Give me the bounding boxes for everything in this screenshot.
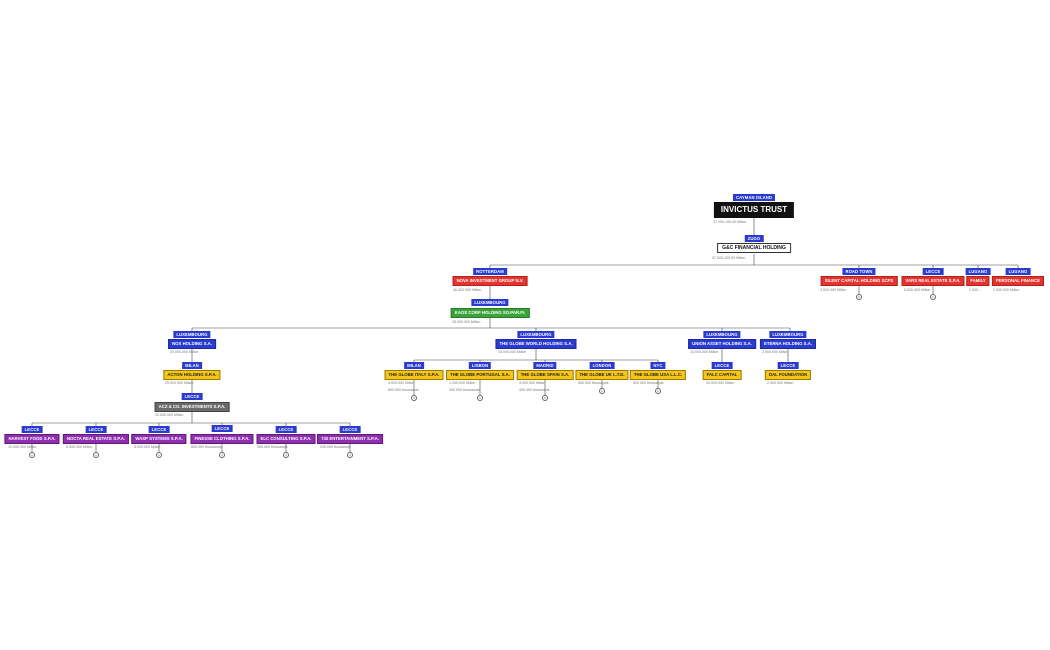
finesse-amount: 800.000 thousands bbox=[191, 445, 222, 449]
family-amount: 1.000... bbox=[969, 288, 981, 292]
globe-spain-badge[interactable]: 1 bbox=[542, 395, 548, 401]
falc-amount: 10.000.000 Milion bbox=[706, 381, 735, 385]
globe-uk-location-tag: LONDON bbox=[589, 362, 615, 369]
nox-location-tag: LUXEMBOURG bbox=[173, 331, 211, 338]
globe-amount: 10.000.000 Milion bbox=[498, 350, 527, 354]
nova-location-tag: ROTTERDAM bbox=[473, 268, 507, 275]
finesse-node[interactable]: FINESSE CLOTHING S.P.A. bbox=[190, 434, 254, 444]
union-amount: 10.000.000 Milion bbox=[690, 350, 719, 354]
wasp-amount: 6.000.000 Milion bbox=[134, 445, 161, 449]
harvest-node[interactable]: HARVEST FOOD S.P.A. bbox=[4, 434, 60, 444]
falc-location-tag: LECCE bbox=[711, 362, 733, 369]
acz-amount: 22.000.000 Milion bbox=[155, 413, 184, 417]
root-amount: 37.000.100,00 Milion bbox=[713, 220, 747, 224]
nova-node[interactable]: NOVA INVESTMENT GROUP N.V. bbox=[452, 276, 528, 286]
nocta-location-tag: LECCE bbox=[85, 426, 107, 433]
dal-node[interactable]: DAL FOUNDATION bbox=[764, 370, 812, 380]
family-node[interactable]: FAMILY bbox=[966, 276, 990, 286]
globe-italy-badge[interactable]: 1 bbox=[411, 395, 417, 401]
personal-amount: 1.000.000 Milion bbox=[993, 288, 1020, 292]
vars-amount: 5.000.000 Milion bbox=[904, 288, 931, 292]
wasp-location-tag: LECCE bbox=[148, 426, 170, 433]
acz-location-tag: LECCE bbox=[181, 393, 203, 400]
globe-location-tag: LUXEMBOURG bbox=[517, 331, 555, 338]
globe-spain-location-tag: MADRID bbox=[533, 362, 557, 369]
finesse-location-tag: LECCE bbox=[211, 425, 233, 432]
globe-portugal-badge[interactable]: 1 bbox=[477, 395, 483, 401]
globe-portugal-node[interactable]: THE GLOBE PORTUGAL S.A. bbox=[446, 370, 514, 380]
vars-node[interactable]: VARS REAL ESTATE S.P.A. bbox=[901, 276, 965, 286]
financial-location-tag: ZUGO bbox=[744, 235, 764, 242]
financial-holding-node[interactable]: G&C FINANCIAL HOLDING bbox=[717, 243, 791, 253]
financial-amount: 37.000.100,00 Milion bbox=[712, 256, 746, 260]
globe-italy-sub: 800.000 thousands bbox=[388, 388, 419, 392]
kaos-location-tag: LUXEMBOURG bbox=[471, 299, 509, 306]
silent-node[interactable]: SILENT CAPITAL HOLDING SCPS bbox=[820, 276, 898, 286]
ent730-amount: 200.000 thousands bbox=[320, 445, 351, 449]
vars-badge[interactable]: 1 bbox=[930, 294, 936, 300]
globe-italy-node[interactable]: THE GLOBE ITALY S.P.A. bbox=[384, 370, 444, 380]
union-location-tag: LUXEMBOURG bbox=[703, 331, 741, 338]
vars-location-tag: LECCE bbox=[922, 268, 944, 275]
nova-amount: 36.000.000 Milion bbox=[453, 288, 482, 292]
kaos-node[interactable]: KAOS CORP HOLDING SO.PAR.FI. bbox=[450, 308, 530, 318]
globe-uk-badge[interactable]: 1 bbox=[599, 388, 605, 394]
elc-node[interactable]: ELC CONSULTING S.P.A. bbox=[256, 434, 316, 444]
dal-amount: 2.000.000 Milion bbox=[767, 381, 794, 385]
globe-usa-amount: 500.000 thousands bbox=[633, 381, 664, 385]
acton-location-tag: MILAN bbox=[182, 362, 202, 369]
globe-spain-sub: 400.000 thousands bbox=[519, 388, 550, 392]
nox-amount: 20.000.000 Milion bbox=[170, 350, 199, 354]
globe-portugal-amount: 1.200.000 Milion bbox=[449, 381, 476, 385]
globe-node[interactable]: THE GLOBE WORLD HOLDING S.A. bbox=[495, 339, 577, 349]
globe-usa-node[interactable]: THE GLOBE USA L.L.C. bbox=[629, 370, 687, 380]
personal-location-tag: LUGANO bbox=[1005, 268, 1031, 275]
acton-amount: 25.000.000 Milion bbox=[165, 381, 194, 385]
globe-portugal-sub: 300.000 thousands bbox=[449, 388, 480, 392]
eterna-amount: 2.000.000 Milion bbox=[762, 350, 789, 354]
invictus-trust-node[interactable]: INVICTUS TRUST bbox=[713, 202, 795, 218]
globe-spain-node[interactable]: THE GLOBE SPAIN S.A. bbox=[516, 370, 574, 380]
globe-uk-node[interactable]: THE GLOBE UK L.T.D. bbox=[575, 370, 629, 380]
globe-italy-amount: 4.000.000 Milion bbox=[388, 381, 415, 385]
falc-node[interactable]: FALC CAPITAL bbox=[702, 370, 742, 380]
globe-uk-amount: 500.000 thousands bbox=[578, 381, 609, 385]
elc-location-tag: LECCE bbox=[275, 426, 297, 433]
kaos-amount: 35.200.000 Milion bbox=[452, 320, 481, 324]
union-node[interactable]: UNION ASSET HOLDING S.A. bbox=[688, 339, 756, 349]
harvest-amount: 10.000.000 Milion bbox=[8, 445, 37, 449]
elc-amount: 300.000 thousands bbox=[257, 445, 288, 449]
nox-node[interactable]: NOX HOLDING S.A. bbox=[168, 339, 216, 349]
globe-spain-amount: 4.000.000 Milion bbox=[519, 381, 546, 385]
globe-usa-location-tag: NYC bbox=[650, 362, 666, 369]
eterna-location-tag: LUXEMBOURG bbox=[769, 331, 807, 338]
wasp-node[interactable]: WASP SYSTEMS S.P.A. bbox=[131, 434, 187, 444]
eterna-node[interactable]: ETERNA HOLDING S.A. bbox=[759, 339, 817, 349]
nocta-badge[interactable]: 1 bbox=[93, 452, 99, 458]
elc-badge[interactable]: 1 bbox=[283, 452, 289, 458]
globe-usa-badge[interactable]: 1 bbox=[655, 388, 661, 394]
silent-location-tag: ROAD TOWN bbox=[842, 268, 876, 275]
family-location-tag: LUGANO bbox=[965, 268, 991, 275]
personal-finance-node[interactable]: PERSONAL FINANCE bbox=[991, 276, 1045, 286]
silent-amount: 3.000.000 Milion bbox=[820, 288, 847, 292]
silent-badge[interactable]: 2 bbox=[856, 294, 862, 300]
ent730-node[interactable]: 730 ENTERTAINMENT S.P.A. bbox=[317, 434, 383, 444]
wasp-badge[interactable]: 1 bbox=[156, 452, 162, 458]
ent730-location-tag: LECCE bbox=[339, 426, 361, 433]
ent730-badge[interactable]: 1 bbox=[347, 452, 353, 458]
nocta-node[interactable]: NOCTA REAL ESTATE S.P.A. bbox=[62, 434, 130, 444]
nocta-amount: 5.000.000 Milion bbox=[66, 445, 93, 449]
acz-node[interactable]: ACZ & CO. INVESTMENTS S.P.A. bbox=[154, 402, 230, 412]
harvest-badge[interactable]: 1 bbox=[29, 452, 35, 458]
finesse-badge[interactable]: 1 bbox=[219, 452, 225, 458]
harvest-location-tag: LECCE bbox=[21, 426, 43, 433]
root-location-tag: CAYMAN ISLAND bbox=[732, 194, 776, 201]
acton-node[interactable]: ACTON HOLDING S.P.A. bbox=[163, 370, 221, 380]
globe-italy-location-tag: MILAN bbox=[404, 362, 424, 369]
dal-location-tag: LECCE bbox=[777, 362, 799, 369]
globe-portugal-location-tag: LISBON bbox=[468, 362, 492, 369]
